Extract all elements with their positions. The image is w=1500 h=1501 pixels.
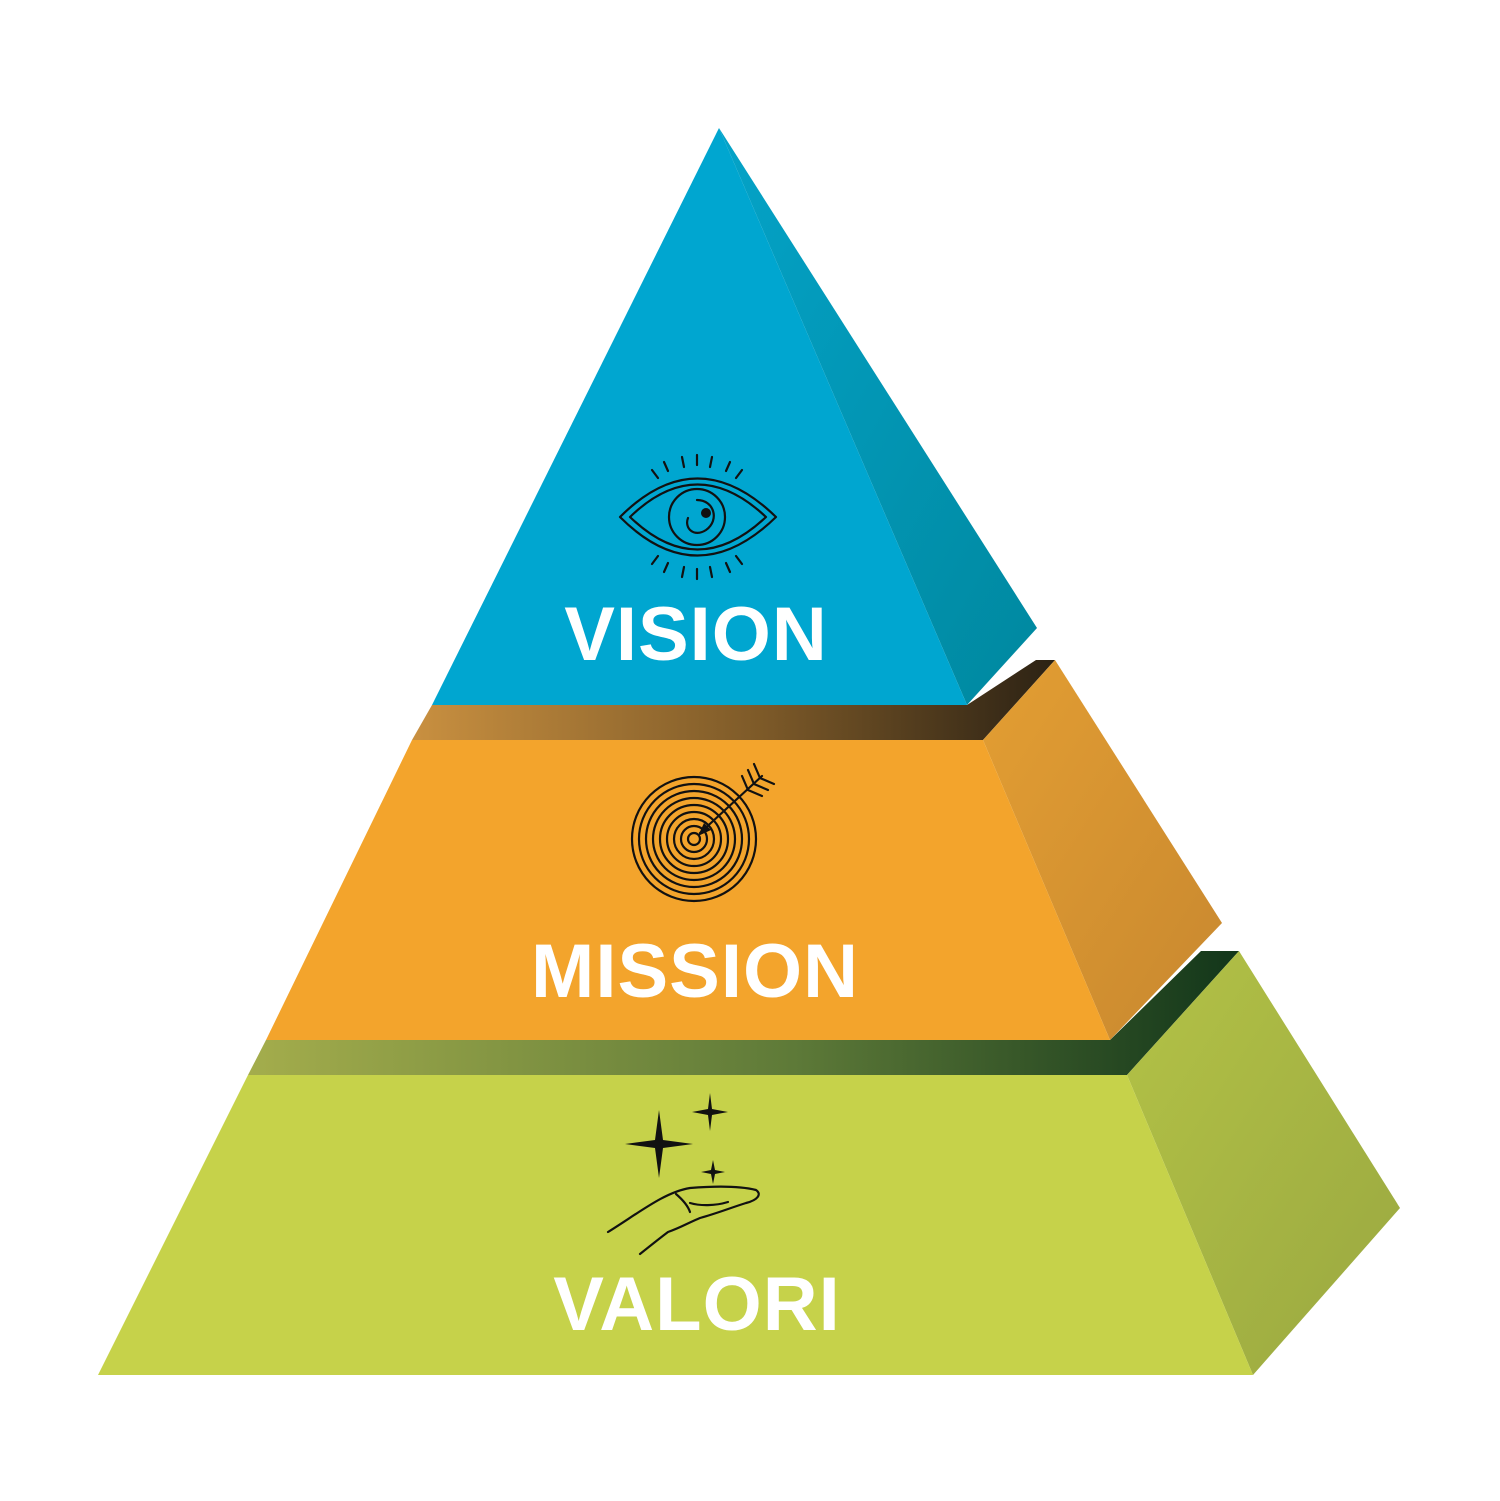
tier-mission-front <box>266 740 1110 1040</box>
tier-vision-label: VISION <box>564 592 828 677</box>
tier-valori-front <box>98 1075 1253 1375</box>
eye-icon <box>618 453 778 581</box>
tier-mission: MISSION <box>266 660 1222 1040</box>
tier-valori-label: VALORI <box>553 1262 840 1347</box>
target-arrow-icon <box>630 762 776 903</box>
tier-valori-ledge <box>248 951 1239 1075</box>
tier-vision-side <box>719 128 1037 705</box>
tier-mission-side <box>983 660 1222 1040</box>
tier-valori: VALORI <box>98 951 1400 1375</box>
tier-mission-ledge <box>412 660 1055 740</box>
hand-stars-icon <box>606 1093 760 1256</box>
tier-mission-label: MISSION <box>531 929 859 1014</box>
tier-vision-front <box>432 128 967 705</box>
tier-valori-side <box>1127 951 1400 1375</box>
tier-vision: VISION <box>432 128 1037 705</box>
